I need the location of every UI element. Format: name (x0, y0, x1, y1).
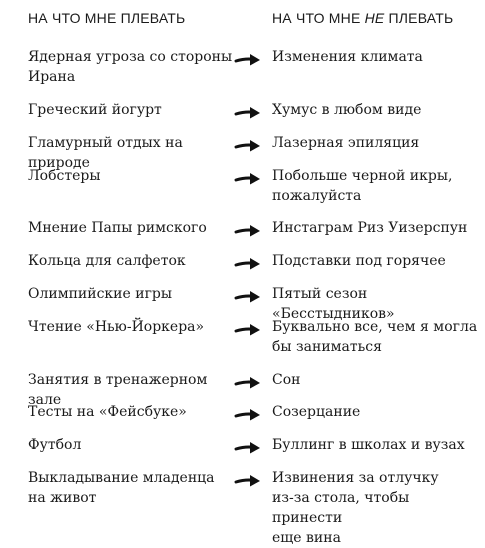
do-care-item: Подставки под горячее (272, 253, 446, 269)
dont-care-item: Ядерная угроза со стороны Ирана (28, 49, 233, 85)
do-care-item: Инстаграм Риз Уизерспун (272, 220, 468, 236)
dont-care-item: Кольца для салфеток (28, 253, 186, 269)
do-care-item: Побольше черной икры, пожалуйста (272, 168, 453, 204)
do-care-item: Хумус в любом виде (272, 102, 422, 118)
do-care-item: Изменения климата (272, 49, 423, 65)
dont-care-item: Занятия в тренажерном зале (28, 372, 208, 408)
arrow-right-icon (234, 258, 260, 270)
dont-care-item: Гламурный отдых на природе (28, 135, 183, 171)
arrow-right-icon (234, 173, 260, 185)
arrow-right-icon (234, 377, 260, 389)
dont-care-item: Мнение Папы римского (28, 220, 207, 236)
do-care-item: Созерцание (272, 404, 361, 420)
right-header-suffix: ПЛЕВАТЬ (384, 10, 454, 26)
dont-care-item: Чтение «Нью-Йоркера» (28, 319, 205, 335)
do-care-item: Лазерная эпиляция (272, 135, 420, 151)
dont-care-item: Греческий йогурт (28, 102, 162, 118)
arrow-right-icon (234, 475, 260, 487)
dont-care-item: Тесты на «Фейсбуке» (28, 404, 187, 420)
dont-care-item: Олимпийские игры (28, 286, 173, 302)
right-header-emphasis: НЕ (364, 10, 385, 26)
do-care-item: Сон (272, 372, 301, 388)
arrow-right-icon (234, 225, 260, 237)
right-column-header: НА ЧТО МНЕ НЕ ПЛЕВАТЬ (272, 10, 453, 26)
arrow-right-icon (234, 442, 260, 454)
dont-care-item: Выкладывание младенца на живот (28, 470, 215, 506)
arrow-right-icon (234, 140, 260, 152)
arrow-right-icon (234, 54, 260, 66)
dont-care-item: Лобстеры (28, 168, 101, 184)
do-care-item: Пятый сезон «Бесстыдников» (272, 286, 395, 322)
do-care-item: Извинения за отлучку из-за стола, чтобы … (272, 470, 439, 546)
do-care-item: Буллинг в школах и вузах (272, 437, 465, 453)
dont-care-item: Футбол (28, 437, 82, 453)
left-column-header: НА ЧТО МНЕ ПЛЕВАТЬ (28, 10, 186, 26)
arrow-right-icon (234, 409, 260, 421)
arrow-right-icon (234, 291, 260, 303)
arrow-right-icon (234, 324, 260, 336)
right-header-prefix: НА ЧТО МНЕ (272, 10, 365, 26)
arrow-right-icon (234, 107, 260, 119)
do-care-item: Буквально все, чем я могла бы заниматься (272, 319, 478, 355)
